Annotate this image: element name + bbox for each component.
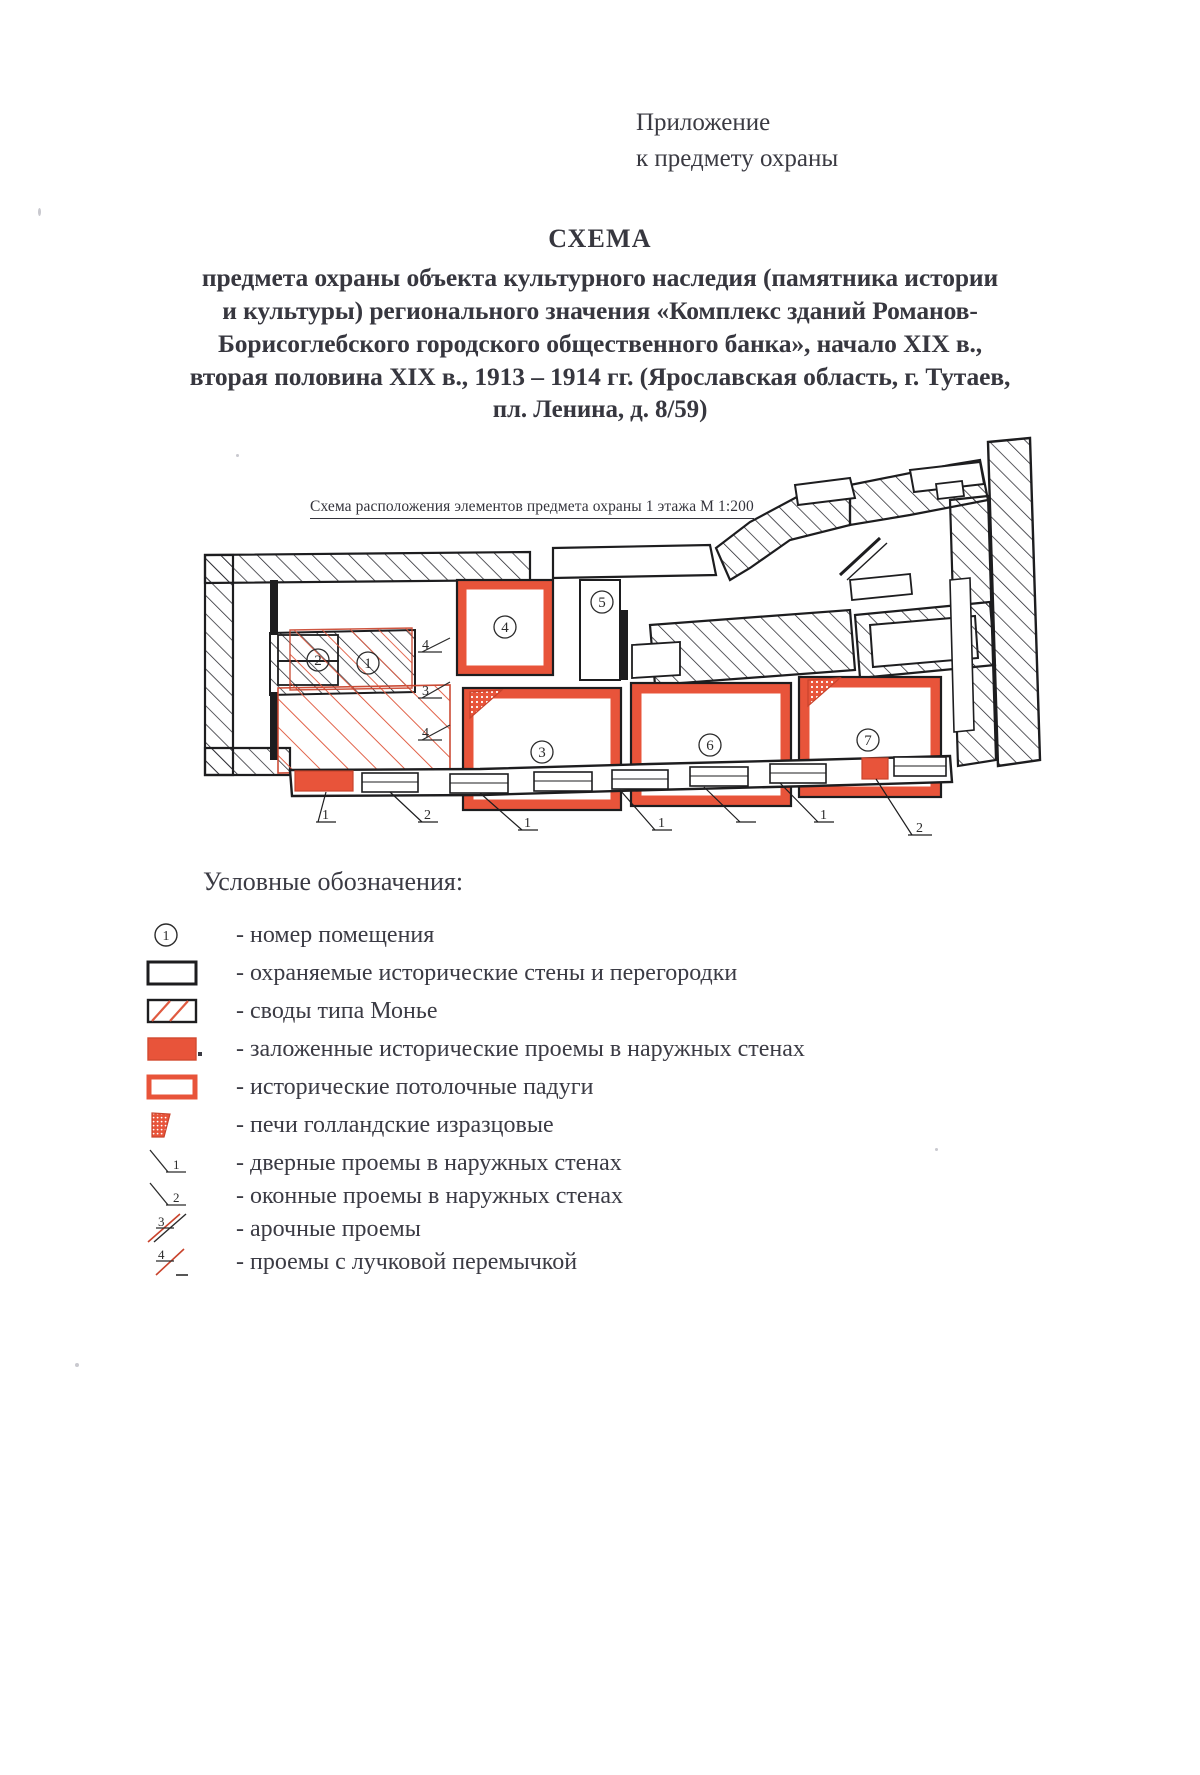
- svg-text:4: 4: [158, 1247, 165, 1262]
- legend-label: - исторические потолочные падуги: [236, 1074, 594, 1100]
- svg-text:2: 2: [314, 653, 322, 669]
- legend-label: - заложенные исторические проемы в наруж…: [236, 1036, 805, 1062]
- legend-label: - номер помещения: [236, 922, 435, 948]
- appendix-line-1: Приложение: [636, 109, 771, 136]
- legend-item-monier-vault: - своды типа Монье: [140, 994, 1060, 1032]
- legend-label: - арочные проемы: [236, 1216, 421, 1242]
- legend-title: Условные обозначения:: [203, 867, 464, 896]
- legend-label: - печи голландские изразцовые: [236, 1112, 554, 1138]
- legend-item-dutch-stove: - печи голландские изразцовые: [140, 1108, 1060, 1146]
- svg-text:6: 6: [706, 738, 714, 754]
- black-rect-icon: [140, 956, 248, 990]
- title-line-4: вторая половина XIX в., 1913 – 1914 гг. …: [189, 362, 1011, 391]
- room-number-7: 7: [856, 728, 880, 752]
- plan-room-6: [629, 681, 793, 808]
- monier-vault-icon: [140, 994, 248, 1028]
- window-mark-icon: 2: [140, 1179, 248, 1213]
- room-number-1: 1: [356, 651, 380, 675]
- legend-item-arch-openings: 3 - арочные проемы: [140, 1212, 1060, 1245]
- room-number-3: 3: [530, 740, 554, 764]
- floor-plan-drawing: 1 2 1 1 1 2 4 3 4 1 2 3 4 5 6 7: [150, 430, 1050, 870]
- legend-label: - проемы с лучковой перемычкой: [236, 1249, 578, 1275]
- svg-text:1: 1: [173, 1157, 180, 1172]
- svg-text:3: 3: [538, 745, 546, 761]
- room-number-2: 2: [306, 648, 330, 672]
- opening-label-4b: 4: [422, 726, 429, 741]
- legend-item-door-openings: 1 - дверные проемы в наружных стенах: [140, 1146, 1060, 1179]
- plan-opening-marks: [418, 637, 451, 741]
- dutch-stove-icon: [140, 1108, 248, 1142]
- svg-text:4: 4: [501, 620, 509, 636]
- scan-speck: [38, 208, 41, 216]
- legend-label: - своды типа Монье: [236, 998, 438, 1024]
- leader-label-3: 1: [524, 816, 531, 831]
- title-line-2: и культуры) регионального значения «Комп…: [222, 296, 978, 325]
- door-mark-icon: 1: [140, 1146, 248, 1180]
- plan-room-4: [455, 578, 555, 677]
- plan-right-wall: [948, 436, 1042, 768]
- plan-opening-labels: 4 3 4: [422, 638, 429, 741]
- leader-label-4: 1: [658, 816, 665, 831]
- legend-item-blocked-openings: - заложенные исторические проемы в наруж…: [140, 1032, 1060, 1070]
- arch-mark-icon: 3: [140, 1212, 248, 1246]
- svg-text:2: 2: [173, 1190, 180, 1205]
- segmental-mark-icon: 4: [140, 1245, 248, 1279]
- leader-label-1: 1: [322, 808, 329, 823]
- scan-speck: [75, 1363, 79, 1367]
- appendix-header: Приложение к предмету охраны: [636, 105, 838, 177]
- legend-item-protected-walls: - охраняемые исторические стены и перего…: [140, 956, 1060, 994]
- opening-label-3a: 3: [422, 684, 429, 699]
- room-number-6: 6: [698, 733, 722, 757]
- leader-label-6: 2: [916, 821, 923, 836]
- plan-leader-lines: [316, 778, 932, 836]
- legend-item-room-number: 1 - номер помещения: [140, 918, 1060, 956]
- title-line-3: Борисоглебского городского общественного…: [217, 329, 983, 358]
- plan-room-numbers: 1 2 3 4 5 6 7: [306, 590, 880, 764]
- scan-speck: [236, 454, 239, 457]
- plan-room-3: [461, 686, 623, 812]
- filled-red-rect-icon: [140, 1032, 248, 1066]
- legend-item-window-openings: 2 - оконные проемы в наружных стенах: [140, 1179, 1060, 1212]
- svg-text:1: 1: [364, 656, 372, 672]
- svg-text:1: 1: [163, 929, 170, 944]
- legend-label: - дверные проемы в наружных стенах: [236, 1150, 622, 1176]
- plan-room-7: [797, 675, 943, 799]
- plan-room-1-vaults: [277, 627, 451, 774]
- scan-speck: [935, 1148, 938, 1151]
- room-number-4: 4: [493, 615, 517, 639]
- opening-label-4a: 4: [422, 638, 429, 653]
- svg-text:5: 5: [598, 595, 606, 611]
- document-title-block: СХЕМА предмета охраны объекта культурног…: [100, 222, 1100, 426]
- title-line-1: предмета охраны объекта культурного насл…: [201, 263, 999, 292]
- red-outline-rect-icon: [140, 1070, 248, 1104]
- legend-item-segmental-openings: 4 - проемы с лучковой перемычкой: [140, 1245, 1060, 1278]
- legend-item-ceiling-padugi: - исторические потолочные падуги: [140, 1070, 1060, 1108]
- leader-label-5: 1: [820, 808, 827, 823]
- plan-caption: Схема расположения элементов предмета ох…: [310, 498, 754, 519]
- legend-list: 1 - номер помещения - охраняемые историч…: [140, 918, 1060, 1278]
- appendix-line-2: к предмету охраны: [636, 145, 839, 172]
- circled-number-icon: 1: [140, 918, 248, 952]
- page-title: СХЕМА: [548, 224, 652, 253]
- title-line-5: пл. Ленина, д. 8/59): [492, 396, 708, 423]
- plan-leader-labels: 1 2 1 1 1 2: [322, 808, 923, 836]
- plan-stoves: [469, 677, 842, 720]
- svg-text:7: 7: [864, 733, 872, 749]
- legend-label: - охраняемые исторические стены и перего…: [236, 960, 738, 986]
- plan-central-structure: [551, 458, 997, 687]
- legend-label: - оконные проемы в наружных стенах: [236, 1183, 624, 1209]
- svg-text:3: 3: [158, 1214, 165, 1229]
- room-number-5: 5: [590, 590, 614, 614]
- leader-label-2: 2: [424, 808, 431, 823]
- plan-bottom-wall: [288, 754, 954, 798]
